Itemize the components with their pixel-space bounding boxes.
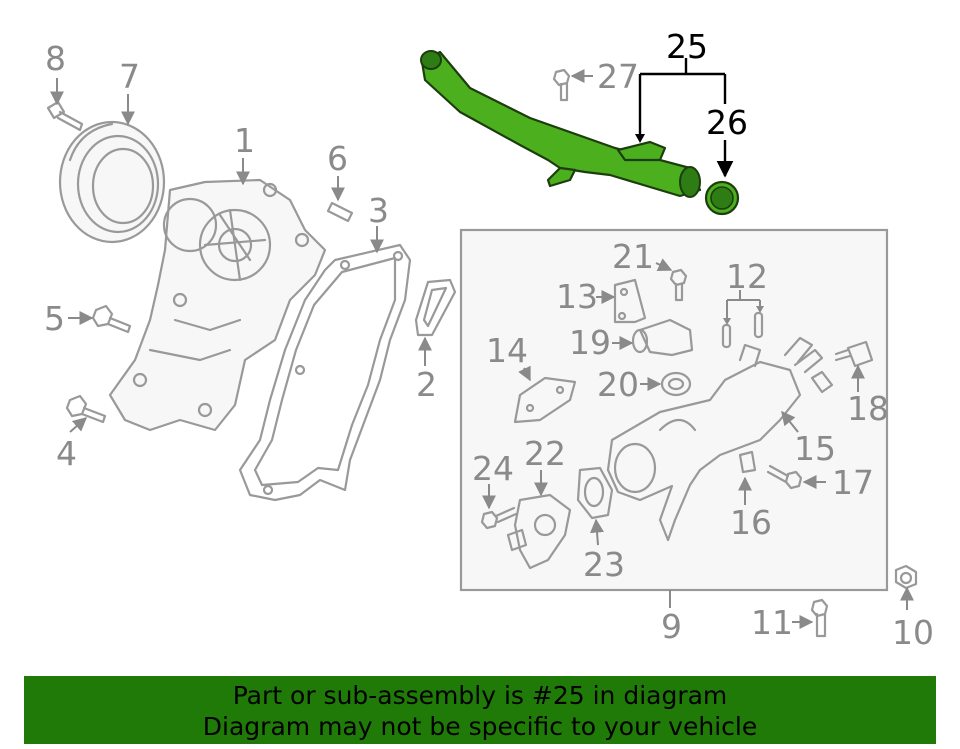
pins-12-part	[721, 311, 764, 349]
callout-18: 18	[847, 389, 889, 428]
banner-line-1: Part or sub-assembly is #25 in diagram	[232, 681, 728, 710]
callout-1: 1	[234, 121, 255, 160]
bolt-21-part	[669, 268, 688, 302]
callout-2: 2	[416, 365, 437, 404]
gasket-3-part	[238, 243, 412, 502]
callout-25: 25	[666, 27, 708, 66]
bolt-4-part	[65, 394, 107, 424]
bolt-24-part	[480, 506, 518, 530]
thermostat-22-part	[506, 493, 572, 570]
clip-15b-part	[810, 370, 834, 394]
callout-5: 5	[44, 299, 65, 338]
callout-13: 13	[556, 277, 598, 316]
callout-4: 4	[56, 434, 77, 473]
nut-10-part	[894, 564, 918, 590]
gasket-2-part	[414, 278, 457, 337]
callout-8: 8	[45, 39, 66, 78]
callout-26: 26	[706, 103, 748, 142]
bolt-27-part	[552, 68, 571, 102]
bracket-13-part	[613, 278, 647, 324]
callout-16: 16	[730, 503, 772, 542]
info-banner: Part or sub-assembly is #25 in diagram D…	[24, 676, 936, 744]
bolt-8-part	[46, 100, 84, 132]
callout-19: 19	[569, 323, 611, 362]
pin-6-part	[326, 201, 354, 223]
callout-20: 20	[597, 365, 639, 404]
callout-9: 9	[661, 607, 682, 646]
bolt-5-part	[91, 304, 132, 334]
pulley-part	[58, 120, 166, 244]
callout-3: 3	[368, 191, 389, 230]
callout-21: 21	[612, 237, 654, 276]
bolt-11-part	[810, 598, 829, 638]
callout-14: 14	[486, 331, 528, 370]
thermostat-housing-15-part	[606, 336, 824, 542]
callout-10: 10	[892, 613, 934, 652]
parts-diagram: 8 7 1 6 3 2 5 4 27 25 26 21 12 13 19 14 …	[44, 27, 934, 652]
callout-27: 27	[597, 57, 639, 96]
callout-11: 11	[751, 603, 793, 642]
gasket-23-part	[576, 466, 614, 520]
sensor-18-part	[834, 340, 874, 368]
callout-12: 12	[726, 257, 768, 296]
water-pump-part	[108, 178, 327, 432]
callout-23: 23	[583, 545, 625, 584]
gasket-14-part	[513, 376, 577, 424]
o-ring-26-part	[704, 180, 740, 216]
callout-24: 24	[472, 449, 514, 488]
callout-17: 17	[832, 463, 874, 502]
callout-15: 15	[794, 429, 836, 468]
coolant-pipe-25-part	[420, 50, 702, 198]
bolt-17-part	[766, 464, 803, 490]
bracket-16-part	[738, 450, 757, 474]
banner-line-2: Diagram may not be specific to your vehi…	[202, 712, 758, 741]
callout-7: 7	[119, 57, 140, 96]
callout-22: 22	[524, 434, 566, 473]
gasket-20-part	[660, 371, 692, 397]
callout-6: 6	[327, 139, 348, 178]
